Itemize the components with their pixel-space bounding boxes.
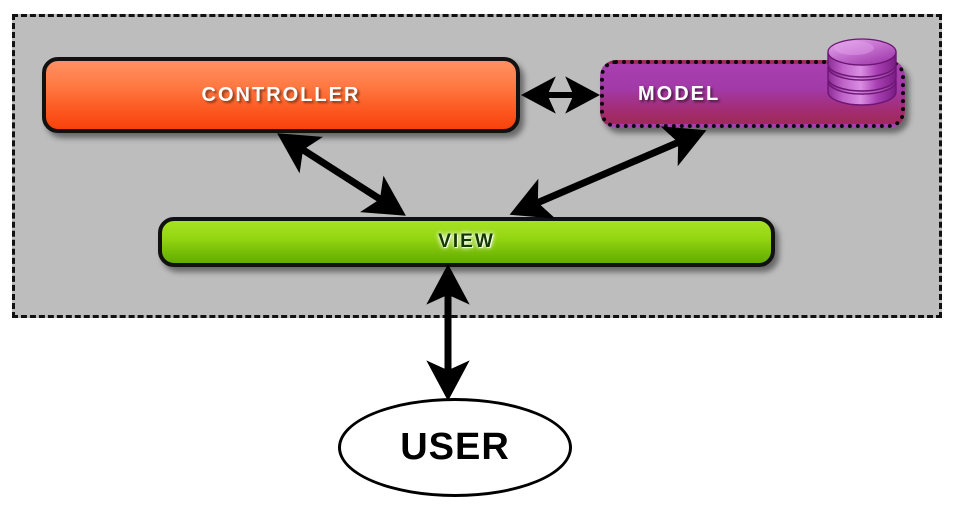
node-model[interactable]: MODEL — [600, 60, 905, 128]
controller-label: CONTROLLER — [201, 83, 361, 106]
model-label: MODEL — [638, 82, 721, 105]
node-user[interactable]: USER — [338, 398, 572, 497]
view-label: VIEW — [438, 231, 495, 252]
node-controller[interactable]: CONTROLLER — [42, 57, 520, 133]
node-view[interactable]: VIEW — [158, 217, 775, 267]
user-label: USER — [400, 426, 510, 468]
